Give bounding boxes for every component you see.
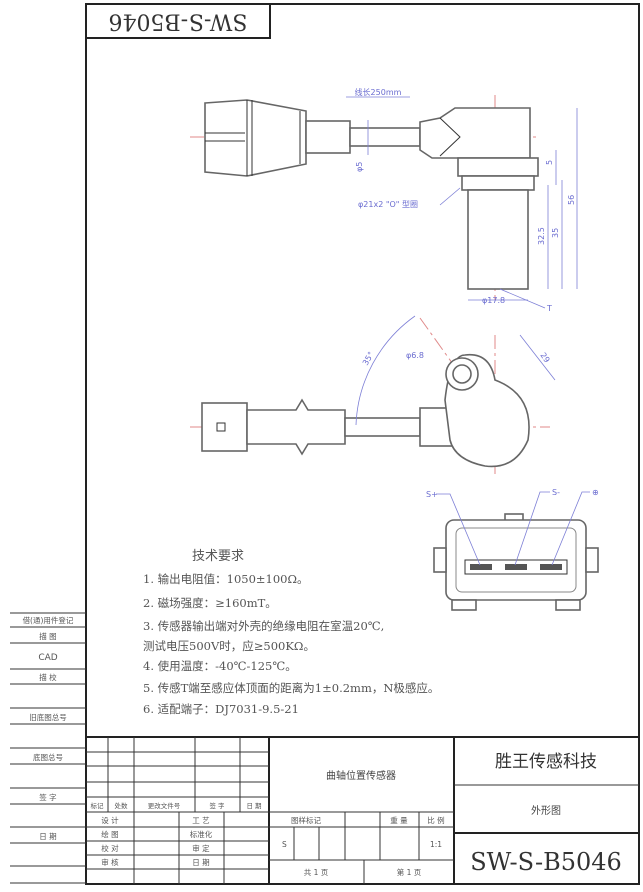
revision-header: 处数 — [115, 801, 129, 810]
dim-cable-dia: φ5 — [355, 162, 364, 172]
dim-56: 56 — [567, 195, 576, 205]
dim-hole-dia: φ6.8 — [406, 351, 424, 360]
dim-body-dia: φ17.8 — [482, 296, 505, 305]
banner-text: SW-S-B5046 — [109, 9, 248, 34]
drawing-frame — [85, 3, 640, 885]
drawing-number-banner: SW-S-B5046 — [85, 3, 271, 39]
title-block: 标记 处数 更改文件号 签 字 日 期 设 计 绘 图 校 对 审 核 工 艺 … — [86, 736, 639, 884]
requirement-item: 3. 传感器输出端对外壳的绝缘电阻在室温20℃, — [143, 619, 384, 633]
role-label: 校 对 — [101, 843, 119, 853]
dim-29: 29 — [538, 351, 551, 365]
revision-header: 签 字 — [209, 801, 225, 810]
side-view: 线长250mm φ5 φ21x2 "O" 型圈 5 32.5 35 56 φ17… — [190, 87, 578, 313]
role-label: 审 定 — [192, 843, 210, 853]
connector-face-view: S+ S- ⊕ — [426, 488, 599, 611]
requirement-item: 测试电压500V时，应≥500KΩ。 — [143, 639, 315, 653]
side-label: 描 图 — [39, 631, 56, 641]
pin-label-s-minus: S- — [552, 488, 560, 497]
revision-header: 更改文件号 — [148, 801, 181, 810]
sample-mark-value: S — [282, 840, 287, 849]
scale-label: 比 例 — [427, 815, 444, 825]
drawing-type: 外形图 — [531, 805, 561, 817]
role-label: 日 期 — [192, 858, 209, 867]
scale-value: 1:1 — [430, 840, 442, 849]
side-label: 日 期 — [39, 832, 56, 841]
role-label: 工 艺 — [192, 816, 209, 825]
dim-5: 5 — [545, 160, 554, 165]
side-label: 借(通)用件登记 — [23, 615, 74, 625]
side-labels: 借(通)用件登记 描 图 CAD 描 校 旧底图总号 底图总号 签 字 日 期 — [23, 615, 74, 841]
role-label: 设 计 — [101, 815, 119, 825]
weight-label: 重 量 — [390, 816, 408, 825]
pin-label-s-plus: S+ — [426, 490, 438, 499]
sample-mark-label: 图样标记 — [291, 815, 321, 825]
revision-header: 标记 — [91, 801, 105, 810]
side-label: 签 字 — [39, 792, 56, 802]
revision-header: 日 期 — [246, 802, 262, 810]
drawing-number: SW-S-B5046 — [470, 848, 622, 876]
pin-label-ground: ⊕ — [592, 488, 599, 497]
dim-t: T — [546, 304, 552, 313]
sheet-current: 第 1 页 — [397, 867, 422, 877]
side-label: 旧底图总号 — [29, 712, 67, 722]
sheets-total: 共 1 页 — [304, 868, 329, 877]
dim-oring: φ21x2 "O" 型圈 — [358, 200, 418, 209]
side-label: 底图总号 — [33, 752, 63, 762]
role-label: 绘 图 — [101, 829, 118, 839]
product-name: 曲轴位置传感器 — [326, 769, 396, 782]
requirement-item: 4. 使用温度：-40℃-125℃。 — [143, 659, 297, 673]
requirement-item: 1. 输出电阻值：1050±100Ω。 — [143, 572, 309, 586]
requirement-item: 6. 适配端子：DJ7031-9.5-21 — [143, 702, 299, 716]
dim-angle: 35° — [361, 350, 376, 367]
side-label: CAD — [38, 653, 57, 663]
side-label-column — [10, 612, 86, 884]
company-name: 胜王传感科技 — [495, 752, 597, 772]
dim-32-5: 32.5 — [537, 227, 546, 245]
requirement-item: 5. 传感T端至感应体顶面的距离为1±0.2mm，N极感应。 — [143, 681, 439, 695]
requirement-item: 2. 磁场强度：≥160mT。 — [143, 596, 277, 610]
role-label: 审 核 — [101, 857, 119, 867]
requirements-title: 技术要求 — [192, 549, 244, 564]
technical-requirements: 技术要求 1. 输出电阻值：1050±100Ω。 2. 磁场强度：≥160mT。… — [143, 549, 439, 716]
side-label: 描 校 — [39, 672, 57, 682]
role-label: 标准化 — [190, 829, 213, 839]
dim-cable-length: 线长250mm — [355, 87, 402, 97]
top-view: 35° φ6.8 29 — [190, 315, 556, 475]
dim-35: 35 — [551, 228, 560, 238]
